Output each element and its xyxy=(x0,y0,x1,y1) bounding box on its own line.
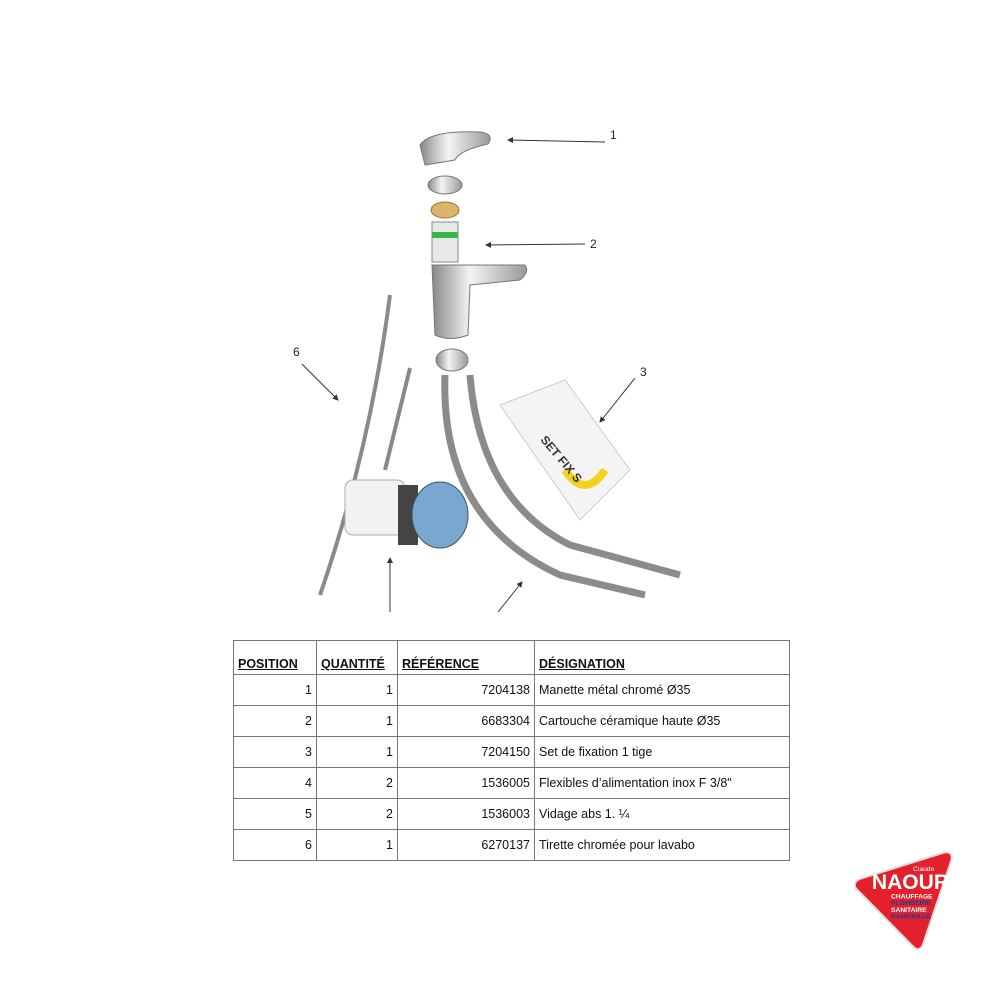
drain-part xyxy=(344,479,469,549)
cell-position: 1 xyxy=(233,674,317,706)
base-ring-part xyxy=(435,348,469,372)
flexible-hose-part xyxy=(441,374,646,599)
cartridge-part xyxy=(431,221,459,263)
handle-part xyxy=(419,131,491,166)
cell-reference: 6270137 xyxy=(397,829,535,861)
cell-quantity: 1 xyxy=(316,674,398,706)
faucet-body-part xyxy=(431,264,528,339)
logo-line: PLOMBERIE xyxy=(891,900,931,907)
cell-quantity: 2 xyxy=(316,767,398,799)
ring-part xyxy=(427,175,463,195)
cell-reference: 7204150 xyxy=(397,736,535,768)
header-position: POSITION xyxy=(233,640,317,675)
cell-designation: Set de fixation 1 tige xyxy=(534,736,790,768)
cell-position: 6 xyxy=(233,829,317,861)
cell-designation: Tirette chromée pour lavabo xyxy=(534,829,790,861)
brass-ring-part xyxy=(430,201,460,219)
callout-1: 1 xyxy=(610,128,617,142)
logo-line: CHAUFFAGE xyxy=(891,894,933,901)
cell-quantity: 1 xyxy=(316,705,398,737)
cell-reference: 1536005 xyxy=(397,767,535,799)
cell-reference: 6683304 xyxy=(397,705,535,737)
cell-reference: 1536003 xyxy=(397,798,535,830)
header-quantity: QUANTITÉ xyxy=(316,640,398,675)
drain-rod-part xyxy=(383,367,412,471)
cell-designation: Cartouche céramique haute Ø35 xyxy=(534,705,790,737)
flexible-hose-part xyxy=(466,374,681,579)
cell-position: 5 xyxy=(233,798,317,830)
exploded-parts-diagram: SET FIX S xyxy=(301,131,681,613)
logo-small-name: Claude xyxy=(913,866,934,873)
logo-name: NAOUR xyxy=(872,871,949,894)
cell-designation: Vidage abs 1. ¼ xyxy=(534,798,790,830)
table-header-row: POSITION QUANTITÉ RÉFÉRENCE DÉSIGNATION xyxy=(233,640,790,675)
cell-reference: 7204138 xyxy=(397,674,535,706)
callout-2: 2 xyxy=(590,237,597,251)
fixing-set-bag-part: SET FIX S xyxy=(499,379,631,521)
logo-line: RAMONAGE xyxy=(891,914,931,921)
cell-position: 3 xyxy=(233,736,317,768)
cell-designation: Flexibles d’alimentation inox F 3/8" xyxy=(534,767,790,799)
cell-quantity: 2 xyxy=(316,798,398,830)
callout-3: 3 xyxy=(640,365,647,379)
header-reference: RÉFÉRENCE xyxy=(397,640,535,675)
logo-line: SANITAIRE xyxy=(891,907,927,914)
naour-logo: Claude NAOUR CHAUFFAGE PLOMBERIE SANITAI… xyxy=(853,851,953,950)
cell-quantity: 1 xyxy=(316,736,398,768)
cell-position: 2 xyxy=(233,705,317,737)
pull-rod-part xyxy=(318,294,392,596)
cell-quantity: 1 xyxy=(316,829,398,861)
cell-designation: Manette métal chromé Ø35 xyxy=(534,674,790,706)
callout-6: 6 xyxy=(293,345,300,359)
header-designation: DÉSIGNATION xyxy=(534,640,790,675)
parts-table: POSITION QUANTITÉ RÉFÉRENCE DÉSIGNATION … xyxy=(233,640,790,861)
cell-position: 4 xyxy=(233,767,317,799)
